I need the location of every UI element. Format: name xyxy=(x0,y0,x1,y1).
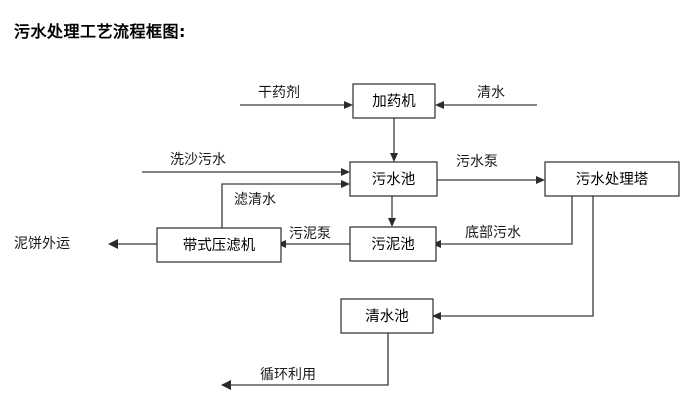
label-recycle-reuse: 循环利用 xyxy=(260,367,316,383)
label-dry-reagent: 干药剂 xyxy=(258,85,300,101)
arrowhead-dosing-to-sewage-pool xyxy=(390,153,398,162)
label-sewage-pump: 污水泵 xyxy=(456,154,498,170)
label-mud-cake-out: 泥饼外运 xyxy=(14,236,70,252)
edge-bottom-sewage-to-sludge-pool xyxy=(436,196,573,245)
label-sludge-pump: 污泥泵 xyxy=(289,226,331,242)
edge-treatment-tower-to-clean-water-pool xyxy=(436,196,594,317)
node-dosing-machine[interactable] xyxy=(352,83,436,119)
page-title: 污水处理工艺流程框图: xyxy=(14,22,186,41)
arrowhead-sewage-to-sludge-pool xyxy=(388,218,396,227)
arrowhead-dry-reagent xyxy=(344,101,353,109)
node-sludge-pool[interactable] xyxy=(349,226,437,262)
arrowhead-sand-wash-sewage xyxy=(341,168,350,176)
node-dosing-machine-label: 加药机 xyxy=(372,93,416,110)
node-belt-filter-press-label: 带式压滤机 xyxy=(183,237,256,254)
node-belt-filter-press[interactable] xyxy=(156,227,282,263)
edge-recycle-reuse xyxy=(226,332,389,386)
node-sewage-pool-label: 污水池 xyxy=(372,171,416,188)
arrowhead-clean-water-in xyxy=(435,101,444,109)
arrowhead-sewage-pump xyxy=(536,176,545,184)
edge-filtrate-to-sewage-pool xyxy=(221,183,346,228)
node-treatment-tower[interactable] xyxy=(544,161,680,197)
label-filtrate: 滤清水 xyxy=(234,192,276,208)
node-clean-water-pool[interactable] xyxy=(340,298,434,334)
node-sludge-pool-label: 污泥池 xyxy=(371,236,415,253)
node-treatment-tower-label: 污水处理塔 xyxy=(576,171,649,188)
arrowhead-recycle-reuse xyxy=(221,380,231,390)
label-bottom-sewage: 底部污水 xyxy=(465,225,521,241)
node-clean-water-pool-label: 清水池 xyxy=(365,308,409,325)
arrowhead-filtrate xyxy=(341,180,350,188)
arrowhead-mud-cake-out xyxy=(108,239,118,249)
node-sewage-pool[interactable] xyxy=(349,161,438,197)
arrowhead-clean-water-pool xyxy=(432,312,441,320)
label-sand-wash-sewage: 洗沙污水 xyxy=(170,152,226,168)
label-clean-water-in: 清水 xyxy=(477,85,505,101)
